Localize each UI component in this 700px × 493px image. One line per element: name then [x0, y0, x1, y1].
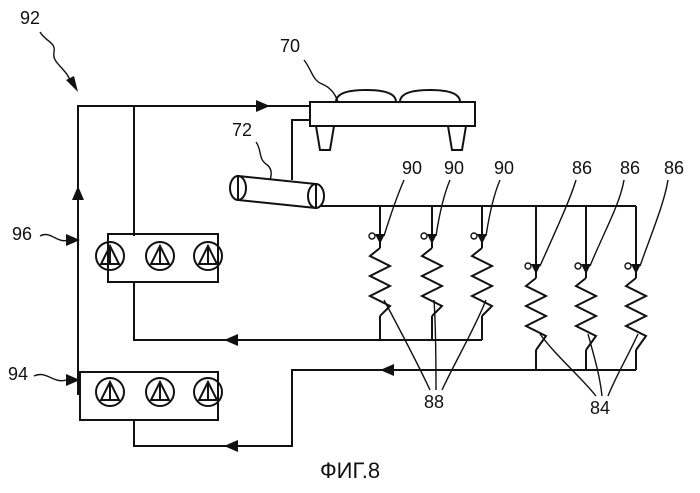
- leader-70: [304, 60, 338, 102]
- leader-84: [588, 334, 602, 396]
- label-96: 96: [12, 224, 32, 244]
- compressor-icon: [96, 242, 124, 270]
- piping: [78, 106, 636, 446]
- arrow-92: [66, 76, 78, 92]
- figure-caption: ФИГ.8: [320, 458, 380, 483]
- evaporator-branch: [471, 206, 492, 340]
- compressor-icon: [146, 242, 174, 270]
- leader-96: [40, 234, 68, 240]
- label-92: 92: [20, 8, 40, 28]
- leader-72: [256, 142, 271, 180]
- leader-94: [34, 374, 66, 380]
- evaporator-branch: [625, 206, 646, 370]
- label-88: 88: [424, 392, 444, 412]
- label-90: 90: [494, 158, 514, 178]
- leader-88: [384, 300, 430, 390]
- compressor-rack-96: [96, 234, 222, 282]
- label-72: 72: [232, 120, 252, 140]
- label-90: 90: [402, 158, 422, 178]
- label-90: 90: [444, 158, 464, 178]
- label-70: 70: [280, 36, 300, 56]
- evaporator-branch: [421, 206, 442, 340]
- leader-86: [640, 180, 668, 266]
- condenser: [310, 90, 475, 150]
- leader-92: [40, 32, 72, 84]
- leader-84: [540, 334, 596, 396]
- label-86: 86: [572, 158, 592, 178]
- receiver: [230, 176, 324, 208]
- leader-90: [486, 180, 500, 236]
- label-94: 94: [8, 364, 28, 384]
- evaporator-branch: [525, 206, 546, 370]
- leader-86: [540, 180, 576, 266]
- label-86: 86: [664, 158, 684, 178]
- leader-90: [384, 180, 404, 236]
- compressor-rack-94: [80, 372, 222, 420]
- label-84: 84: [590, 398, 610, 418]
- leader-84: [608, 334, 638, 396]
- flow-arrows: [72, 100, 394, 452]
- leader-90: [436, 180, 450, 236]
- leader-86: [590, 180, 624, 266]
- label-86: 86: [620, 158, 640, 178]
- compressor-icon: [146, 378, 174, 406]
- compressor-icon: [96, 378, 124, 406]
- leader-88: [442, 300, 486, 390]
- evaporator-branch: [575, 206, 596, 370]
